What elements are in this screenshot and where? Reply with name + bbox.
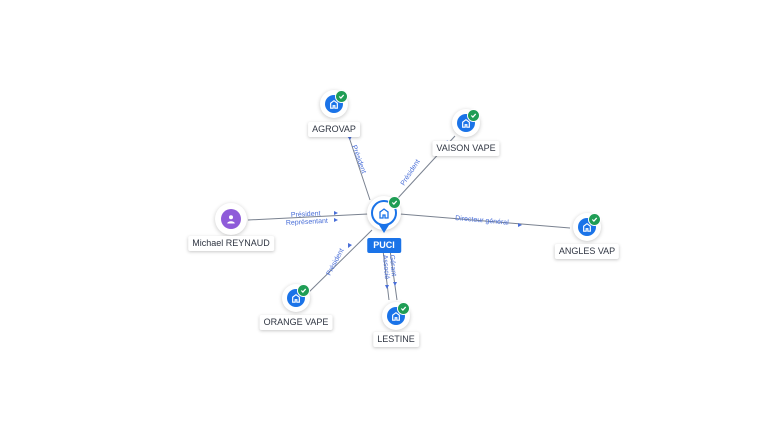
node-label-angles-vap: ANGLES VAP bbox=[554, 244, 620, 259]
node-label-orange-vape: ORANGE VAPE bbox=[259, 315, 333, 330]
verified-check-icon bbox=[588, 213, 601, 226]
node-label-lestine: LESTINE bbox=[373, 332, 419, 347]
edge-label-orange: Président bbox=[326, 247, 346, 276]
edge-arrow-michael-1 bbox=[334, 211, 338, 215]
edge-angles[interactable] bbox=[399, 213, 571, 229]
edge-arrow-lestine-2 bbox=[393, 282, 397, 286]
pin-tip bbox=[379, 225, 389, 233]
verified-check-icon bbox=[467, 109, 480, 122]
edge-label-angles: Directeur général bbox=[455, 215, 510, 227]
edge-arrow-orange bbox=[348, 243, 352, 248]
edge-lestine-2[interactable] bbox=[389, 249, 398, 301]
edge-lestine-1[interactable] bbox=[382, 249, 390, 301]
verified-check-icon bbox=[388, 196, 401, 209]
edge-label-lestine-2: Associé bbox=[381, 255, 390, 280]
edge-label-lestine-1: Gérant bbox=[388, 255, 397, 277]
node-label-agrovap: AGROVAP bbox=[308, 122, 360, 137]
edge-label-agrovap: Président bbox=[350, 144, 367, 174]
node-label-puci: PUCI bbox=[367, 238, 401, 253]
edge-arrow-angles bbox=[518, 223, 522, 227]
verified-check-icon bbox=[335, 90, 348, 103]
node-label-vaison-vape: VAISON VAPE bbox=[432, 141, 500, 156]
person-icon bbox=[221, 209, 241, 229]
verified-check-icon bbox=[397, 302, 410, 315]
edge-arrow-lestine-1 bbox=[385, 285, 389, 289]
edge-orange[interactable] bbox=[304, 229, 373, 297]
edge-arrow-agrovap bbox=[347, 136, 352, 140]
edge-arrow-michael-2 bbox=[334, 218, 338, 222]
edge-michael[interactable] bbox=[247, 213, 369, 221]
verified-check-icon bbox=[297, 284, 310, 297]
node-label-michael-reynaud: Michael REYNAUD bbox=[188, 236, 274, 251]
edge-label-michael-2: Représentant bbox=[286, 218, 328, 227]
edge-label-vaison: Président bbox=[400, 158, 422, 187]
edge-label-michael-1: Président bbox=[291, 210, 321, 219]
